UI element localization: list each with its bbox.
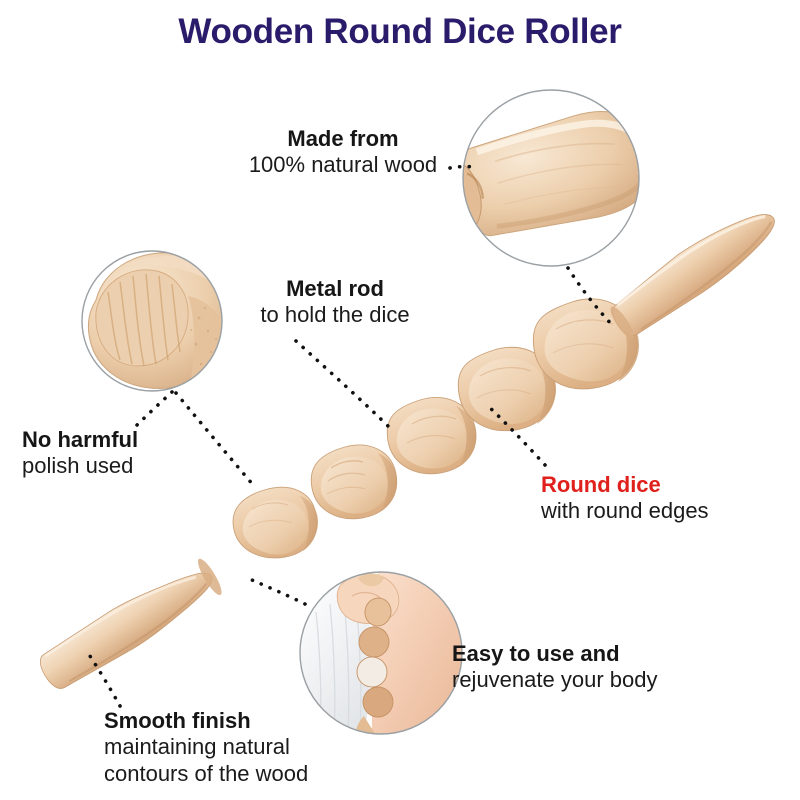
callout-round-dice: Round dice with round edges — [541, 472, 709, 524]
callout-metal-rod-headline: Metal rod — [286, 276, 384, 301]
callout-made-from-headline: Made from — [287, 126, 399, 151]
dice-bead-4 — [457, 346, 556, 432]
handle-closeup-inset — [462, 89, 640, 267]
leader-metal-rod — [294, 339, 394, 432]
dice-bead-2 — [310, 444, 398, 520]
callout-smooth-finish-headline: Smooth finish — [104, 708, 251, 733]
leader-smooth-finish — [84, 648, 122, 708]
handle-upper-right — [610, 214, 775, 339]
leader-easy-to-use — [250, 578, 307, 606]
leader-no-harmful-product — [174, 391, 256, 488]
callout-easy-to-use-subline: rejuvenate your body — [452, 666, 658, 692]
dice-face-closeup-inset — [81, 250, 223, 392]
callout-no-harmful-headline: No harmful — [22, 427, 139, 452]
handle-lower-left — [39, 558, 222, 689]
callout-round-dice-headline: Round dice — [541, 472, 661, 497]
callout-made-from-subline: 100% natural wood — [248, 151, 438, 177]
callout-no-harmful: No harmful polish used — [22, 427, 138, 479]
callout-round-dice-subline: with round edges — [541, 497, 709, 523]
callout-made-from: Made from 100% natural wood — [238, 126, 448, 178]
dice-bead-5 — [532, 298, 639, 390]
roller-product-group — [39, 214, 775, 689]
callout-metal-rod-subline: to hold the dice — [260, 301, 410, 327]
callout-smooth-finish-subline: maintaining natural — [104, 733, 290, 759]
leader-no-harmful-text — [130, 390, 174, 432]
callout-easy-to-use: Easy to use and rejuvenate your body — [452, 641, 657, 693]
dice-bead-1 — [232, 486, 318, 559]
leader-round-dice — [484, 402, 547, 467]
callout-no-harmful-subline: polish used — [22, 452, 134, 478]
leader-lines — [84, 164, 616, 708]
callout-metal-rod: Metal rod to hold the dice — [245, 276, 425, 328]
callout-smooth-finish-subline2: contours of the wood — [104, 760, 309, 786]
leader-handle-inset — [566, 266, 616, 329]
callout-smooth-finish: Smooth finish maintaining natural contou… — [104, 708, 308, 788]
page-title: Wooden Round Dice Roller — [178, 12, 622, 51]
in-use-closeup-inset — [299, 571, 463, 735]
leader-made-from — [448, 164, 479, 170]
dice-bead-3 — [386, 397, 477, 475]
callout-easy-to-use-headline: Easy to use and — [452, 641, 620, 666]
